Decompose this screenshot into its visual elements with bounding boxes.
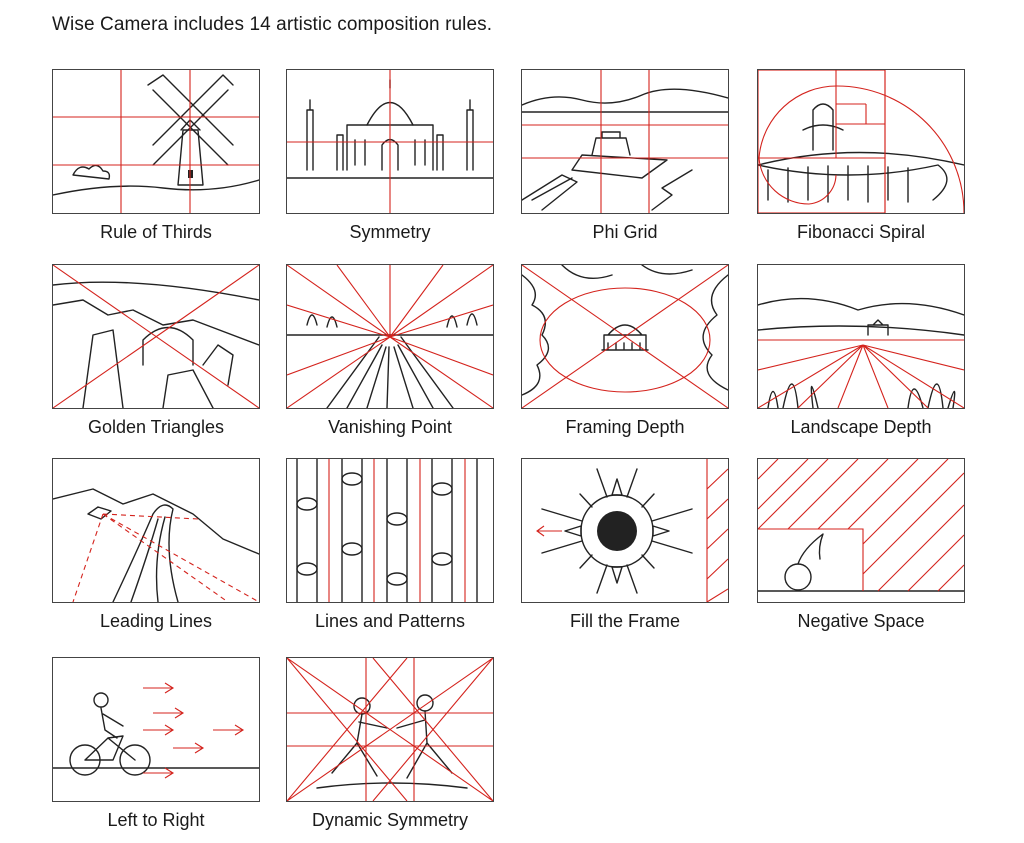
rule-label: Negative Space xyxy=(797,611,925,631)
cherry-illustration xyxy=(757,458,965,603)
rule-label: Vanishing Point xyxy=(328,417,452,437)
cyclist-illustration xyxy=(52,657,260,802)
rule-label: Leading Lines xyxy=(99,611,213,631)
rule-card-landscape-depth: Landscape Depth xyxy=(757,264,965,438)
rule-label: Landscape Depth xyxy=(790,417,932,437)
rule-card-fibonacci-spiral: Fibonacci Spiral xyxy=(757,69,965,243)
rule-card-left-to-right: Left to Right xyxy=(52,657,260,831)
rule-label: Phi Grid xyxy=(592,222,658,242)
rule-label: Symmetry xyxy=(349,222,431,242)
bridge-perspective-illustration xyxy=(286,264,494,409)
rule-card-negative-space: Negative Space xyxy=(757,458,965,632)
hillside-church-illustration xyxy=(52,264,260,409)
sunflower-illustration xyxy=(521,458,729,603)
rule-card-lines-and-patterns: Lines and Patterns xyxy=(286,458,494,632)
rule-label: Fill the Frame xyxy=(569,611,681,631)
rule-card-fill-the-frame: Fill the Frame xyxy=(521,458,729,632)
boat-pier-illustration xyxy=(521,69,729,214)
rule-label: Left to Right xyxy=(107,810,205,830)
fencers-illustration xyxy=(286,657,494,802)
rule-label: Dynamic Symmetry xyxy=(311,810,468,830)
rule-card-vanishing-point: Vanishing Point xyxy=(286,264,494,438)
reeds-landscape-illustration xyxy=(757,264,965,409)
taj-mahal-illustration xyxy=(286,69,494,214)
rule-label: Framing Depth xyxy=(565,417,685,437)
page-heading: Wise Camera includes 14 artistic composi… xyxy=(52,14,493,35)
rule-label: Lines and Patterns xyxy=(314,611,466,631)
mountain-road-illustration xyxy=(52,458,260,603)
rule-card-symmetry: Symmetry xyxy=(286,69,494,243)
rule-card-phi-grid: Phi Grid xyxy=(521,69,729,243)
memorial-through-trees-illustration xyxy=(521,264,729,409)
rule-card-golden-triangles: Golden Triangles xyxy=(52,264,260,438)
rule-label: Rule of Thirds xyxy=(100,222,212,242)
rule-card-rule-of-thirds: Rule of Thirds xyxy=(52,69,260,243)
fountain-illustration xyxy=(757,69,965,214)
rule-card-framing-depth: Framing Depth xyxy=(521,264,729,438)
rule-card-leading-lines: Leading Lines xyxy=(52,458,260,632)
rule-card-dynamic-symmetry: Dynamic Symmetry xyxy=(286,657,494,831)
rule-label: Fibonacci Spiral xyxy=(796,222,926,242)
bottles-pattern-illustration xyxy=(286,458,494,603)
windmill-illustration xyxy=(52,69,260,214)
rule-label: Golden Triangles xyxy=(87,417,225,437)
